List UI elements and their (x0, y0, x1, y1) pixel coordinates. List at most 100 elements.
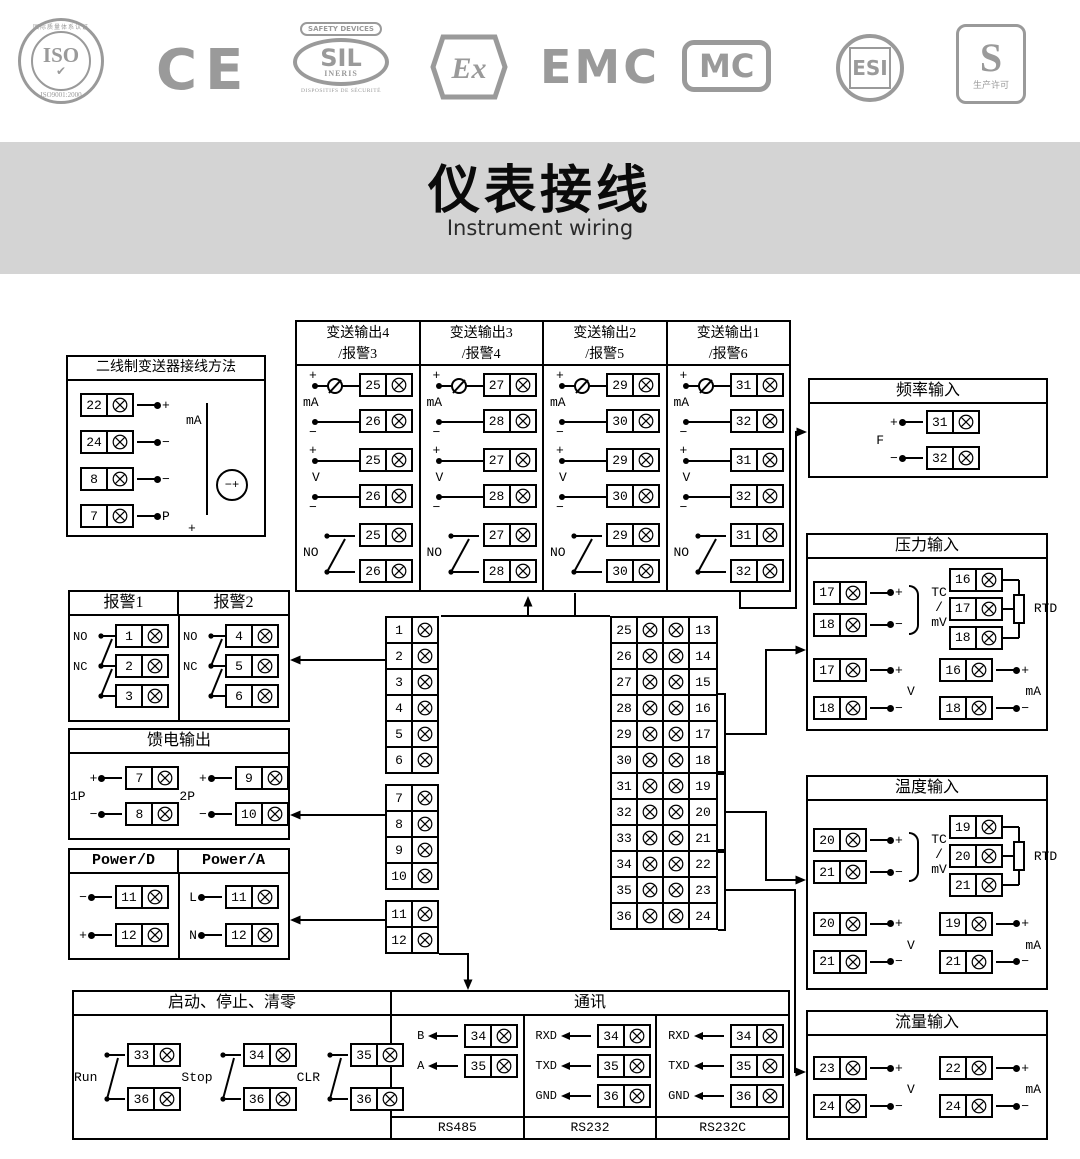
wire-label: − (895, 954, 903, 970)
screw-terminal-icon (510, 559, 537, 583)
screw-terminal-icon (638, 902, 664, 930)
iso-ring-bottom-text: ISO9001:2000 (40, 91, 82, 99)
terminal-number: 9 (385, 836, 413, 864)
wire-label: + (895, 585, 903, 601)
screw-terminal-icon (664, 720, 690, 748)
terminal-number: 31 (729, 448, 758, 472)
arrow-left-icon (693, 1061, 724, 1070)
terminal-number: 2 (385, 642, 413, 670)
terminal: 9 (234, 766, 289, 790)
transmitter-icon: −+ (216, 469, 248, 501)
screw-terminal-icon (510, 484, 537, 508)
arrow-left-icon (428, 1031, 459, 1040)
terminal-number: 11 (114, 885, 143, 909)
signal-label: B (417, 1029, 425, 1043)
alarm1-title: 报警1 (70, 592, 179, 614)
terminal: 30 (606, 409, 660, 433)
screw-terminal-icon (413, 810, 439, 838)
wire-stub (870, 868, 894, 876)
box-title: 馈电输出 (70, 730, 288, 754)
screw-terminal-icon (413, 746, 439, 774)
polarity-label: + (556, 368, 564, 383)
wire-label: + (199, 770, 207, 786)
terminal: 21 (664, 824, 718, 852)
terminal-number: 14 (690, 642, 718, 670)
box-body: F +31−32 (810, 404, 1046, 476)
wire-label: − (895, 617, 903, 633)
polarity-label: + (432, 443, 441, 458)
terminal-number: 17 (813, 658, 841, 683)
screw-terminal-icon (664, 902, 690, 930)
polarity-label: − (556, 500, 564, 515)
column-title: 变送输出4/报警3 (297, 322, 419, 366)
terminal-row: 16+ (939, 658, 1029, 683)
switch-icon (447, 533, 479, 575)
no-label: NO (73, 630, 88, 644)
sensor-type-label: TC/mV (931, 832, 947, 878)
terminal-row: 22+ (939, 1056, 1029, 1080)
terminal: 36 (127, 1087, 182, 1111)
wire-label: − (162, 471, 170, 487)
wire-label: + (1021, 662, 1029, 678)
terminal-row: 4 (385, 694, 439, 722)
terminal: 3 (385, 668, 439, 696)
column-title: 变送输出2/报警5 (544, 322, 666, 366)
screw-terminal-icon (841, 580, 867, 605)
ce-logo: CE (156, 38, 252, 103)
iso-ring: 国际质量体系认证 ISO ✔ ISO9001:2000 (18, 18, 104, 104)
unit-label: V (907, 1082, 915, 1097)
terminal-number: 11 (224, 885, 253, 909)
terminal-number: 18 (948, 625, 977, 650)
terminal-number: 24 (939, 1094, 968, 1118)
terminal-number: 24 (813, 1094, 841, 1118)
terminal-number: 11 (385, 900, 413, 928)
terminal-number: 20 (948, 844, 977, 869)
terminal: 29 (606, 523, 660, 547)
terminal: 33 (610, 824, 664, 852)
terminal-row: 8− (80, 467, 170, 491)
sil-top-banner: SAFETY DEVICES (300, 22, 382, 36)
arrow-left-icon (693, 1091, 724, 1100)
terminal-number: 2 (115, 654, 143, 678)
wire-stub (87, 931, 112, 939)
terminal: 22 (939, 1056, 994, 1080)
terminal: 29 (610, 720, 664, 748)
terminal: 25 (359, 373, 413, 397)
screw-terminal-icon (967, 1094, 994, 1118)
terminal-number: 12 (385, 926, 413, 954)
section-wires (435, 458, 485, 500)
screw-terminal-icon (967, 1056, 994, 1080)
wire-stub (898, 454, 923, 462)
terminal: 32 (729, 409, 784, 433)
terminal: 22 (664, 850, 718, 878)
terminal: 4 (225, 624, 279, 648)
terminal-number: 17 (948, 596, 977, 621)
wire-stub (898, 418, 923, 426)
polarity-label: − (309, 425, 317, 440)
box-title: 温度输入 (808, 777, 1046, 801)
signal-type-label: V (312, 470, 320, 485)
terminal-row: 10 (385, 862, 439, 890)
terminal: 28 (482, 559, 537, 583)
wire-label: − (1021, 700, 1029, 716)
unit-label: V (907, 684, 915, 700)
emc-logo: EMC (540, 40, 660, 94)
terminal: 1 (385, 616, 439, 644)
terminal: 8 (125, 802, 180, 826)
power-a-title: Power/A (201, 852, 265, 869)
wire-stub (996, 1064, 1021, 1072)
